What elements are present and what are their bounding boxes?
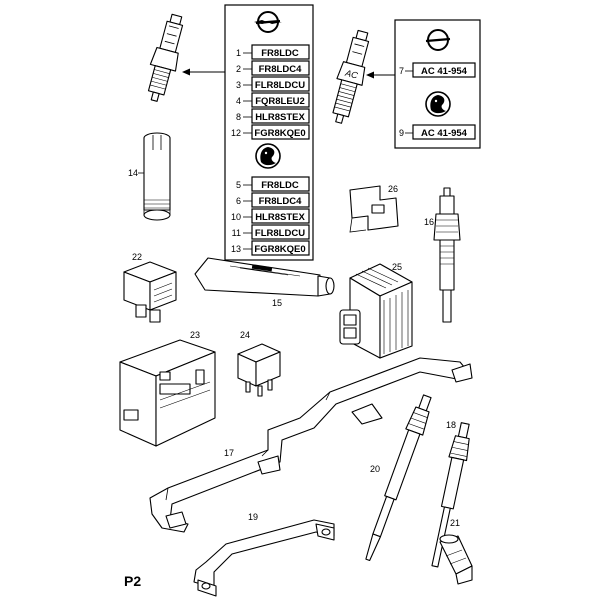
part-number-25: 25 — [392, 262, 402, 272]
row-number: 1 — [236, 48, 241, 58]
plug-code: FR8LDC — [261, 48, 299, 59]
row-number: 13 — [231, 244, 241, 254]
plug-code: FR8LDC4 — [259, 64, 302, 75]
row-a1: 1 FR8LDC — [236, 44, 310, 60]
part-number-17: 17 — [224, 448, 234, 458]
spark-plug-left — [147, 13, 184, 102]
row-number: 2 — [236, 64, 241, 74]
part-14-tube: 14 — [128, 132, 171, 221]
row-a6: 12 FGR8KQE0 — [231, 124, 310, 140]
part-number-26: 26 — [388, 184, 398, 194]
plug-code: FQR8LEU2 — [255, 96, 305, 107]
plug-code: HLR8STEX — [255, 212, 305, 223]
plug-code: FGR8KQE0 — [254, 244, 305, 255]
part-number-24: 24 — [240, 330, 250, 340]
plug-code: HLR8STEX — [255, 112, 305, 123]
row-right-bottom: 9 AC 41-954 — [399, 124, 476, 140]
row-number: 5 — [236, 180, 241, 190]
right-arrow — [366, 71, 395, 79]
part-21-plug-cap: 21 — [439, 518, 473, 585]
part-18-glow-plug: 18 — [431, 420, 470, 568]
row-a5: 8 HLR8STEX — [236, 108, 310, 124]
part-25-module: 25 — [339, 262, 413, 359]
row-right-top: 7 AC 41-954 — [399, 62, 476, 78]
vauxhall-griffin-logo — [255, 143, 281, 169]
row-b4: 11 FLR8LDCU — [232, 224, 310, 240]
row-number: 7 — [399, 66, 404, 76]
part-number-14: 14 — [128, 168, 138, 178]
part-number-16: 16 — [424, 217, 434, 227]
row-number: 9 — [399, 128, 404, 138]
plug-code: FLR8LDCU — [255, 228, 305, 239]
part-number-19: 19 — [248, 512, 258, 522]
spark-plug-right: AC — [332, 29, 370, 124]
part-number-20: 20 — [370, 464, 380, 474]
row-b1: 5 FR8LDC — [236, 176, 310, 192]
plug-marking: AC — [343, 67, 359, 80]
row-number: 3 — [236, 80, 241, 90]
plug-code: FR8LDC — [261, 180, 299, 191]
row-number: 11 — [232, 228, 241, 238]
row-number: 6 — [236, 196, 241, 206]
group-b-rows: 5 FR8LDC 6 FR8LDC4 10 HLR8STEX 11 FLR8LD… — [231, 176, 310, 256]
part-17-bracket: 17 — [149, 357, 473, 533]
part-number-18: 18 — [446, 420, 456, 430]
row-number: 12 — [231, 128, 241, 138]
group-a-rows: 1 FR8LDC 2 FR8LDC4 3 FLR8LDCU 4 FQR8LEU2… — [231, 44, 310, 140]
row-a3: 3 FLR8LDCU — [236, 76, 310, 92]
vauxhall-griffin-logo-right — [425, 91, 451, 117]
part-26-bracket: 26 — [349, 184, 399, 233]
part-number-21: 21 — [450, 518, 460, 528]
row-a4: 4 FQR8LEU2 — [236, 92, 310, 108]
row-number: 8 — [236, 112, 241, 122]
plug-code: FGR8KQE0 — [254, 128, 305, 139]
part-20-glow-plug: 20 — [365, 394, 432, 562]
part-19-bracket: 19 — [193, 512, 335, 597]
part-number-23: 23 — [190, 330, 200, 340]
part-number-15: 15 — [272, 298, 282, 308]
part-number-22: 22 — [132, 252, 142, 262]
opel-logo-right — [425, 29, 451, 51]
plug-code: FR8LDC4 — [259, 196, 302, 207]
left-arrow — [182, 68, 225, 76]
row-number: 4 — [236, 96, 241, 106]
plug-code: AC 41-954 — [421, 128, 468, 139]
part-23-control-unit: 23 — [119, 330, 216, 447]
part-24-relay: 24 — [237, 330, 281, 397]
part-15-tube: 15 — [194, 257, 335, 308]
page-label: P2 — [124, 573, 141, 589]
plug-code: AC 41-954 — [421, 66, 468, 77]
row-number: 10 — [231, 212, 241, 222]
row-b3: 10 HLR8STEX — [231, 208, 310, 224]
opel-logo — [254, 11, 282, 33]
part-22-relay: 22 — [123, 252, 177, 323]
part-16-glow-plug: 16 — [424, 187, 461, 323]
row-b5: 13 FGR8KQE0 — [231, 240, 310, 256]
row-b2: 6 FR8LDC4 — [236, 192, 310, 208]
plug-code: FLR8LDCU — [255, 80, 305, 91]
row-a2: 2 FR8LDC4 — [236, 60, 310, 76]
